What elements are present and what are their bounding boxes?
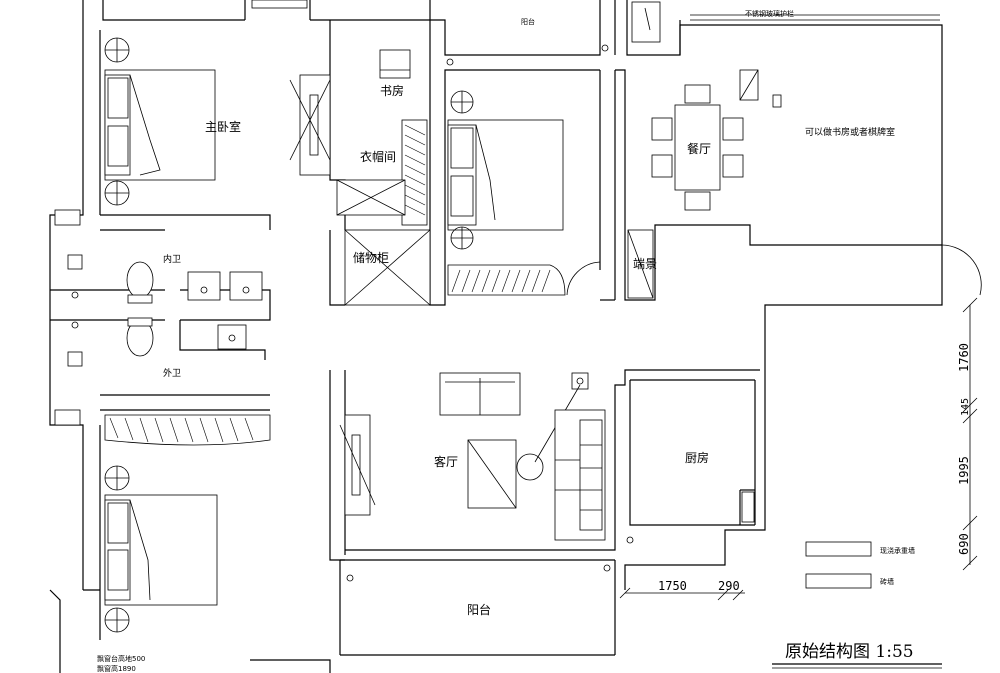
label-balcony-bottom: 阳台 — [467, 602, 491, 617]
storage-cabinet — [344, 229, 431, 306]
dining-table — [651, 69, 782, 211]
outer-bath-fixtures — [54, 209, 247, 426]
cloakroom-rack — [336, 119, 428, 226]
drawing-title: 原始结构图 1:55 — [785, 642, 914, 662]
lamp — [516, 372, 589, 481]
note-line-2: 飘窗高1890 — [97, 664, 136, 673]
pipe-2 — [446, 58, 454, 66]
label-outer-bath: 外卫 — [163, 367, 181, 379]
master-tv — [289, 74, 331, 176]
label-entrance: 端景 — [633, 257, 657, 271]
entrance-cabinet — [627, 229, 654, 299]
sofa — [554, 409, 606, 541]
balcony-bottom — [346, 564, 611, 582]
label-balcony-top: 阳台 — [521, 17, 535, 26]
dim-v3: 1995 — [957, 456, 971, 485]
label-inner-bath: 内卫 — [163, 253, 181, 265]
legend-swatch-load-bearing — [805, 541, 872, 557]
pipe-kitchen — [626, 536, 634, 544]
legend-light-wall: 砖墙 — [880, 577, 894, 586]
legend-swatch-light-wall — [805, 573, 872, 589]
living-tv — [339, 414, 376, 516]
outer-walls — [49, 0, 943, 673]
label-kitchen: 厨房 — [685, 450, 709, 465]
coffee-table — [467, 439, 517, 509]
door-swing-dining — [941, 244, 982, 296]
label-living: 客厅 — [434, 454, 458, 469]
pipe-1 — [601, 44, 609, 52]
note-line-1: 飘窗台高地500 — [97, 654, 145, 663]
dimension-lines — [619, 297, 978, 601]
window-top — [251, 0, 308, 9]
second-wardrobe-hatch — [451, 269, 551, 293]
dim-h1: 1750 — [658, 579, 687, 593]
dim-v2: 145 — [960, 398, 971, 416]
second-bed — [447, 90, 566, 296]
laundry-sink — [631, 1, 661, 43]
label-study-or-chess: 可以做书房或者棋牌室 — [805, 126, 895, 138]
railing — [690, 14, 940, 21]
corridor-wardrobe — [104, 414, 271, 446]
armchair — [439, 372, 521, 416]
dim-h2: 290 — [718, 579, 740, 593]
label-dining: 餐厅 — [687, 141, 711, 156]
dim-v1: 1760 — [957, 343, 971, 372]
label-study: 书房 — [380, 83, 404, 98]
door-swing-bedroom2 — [566, 261, 601, 296]
label-railing: 不锈钢玻璃护栏 — [745, 9, 794, 18]
label-storage: 储物柜 — [353, 250, 389, 265]
legend-load-bearing: 现浇承重墙 — [880, 546, 915, 555]
study-desk — [379, 49, 411, 79]
label-master-bedroom: 主卧室 — [205, 119, 241, 134]
inner-bath-fixtures — [67, 254, 263, 304]
third-bed — [104, 465, 218, 633]
dim-v4: 690 — [957, 533, 971, 555]
kitchen-fixture — [741, 491, 755, 523]
label-cloakroom: 衣帽间 — [360, 149, 396, 164]
master-bed — [104, 37, 216, 206]
